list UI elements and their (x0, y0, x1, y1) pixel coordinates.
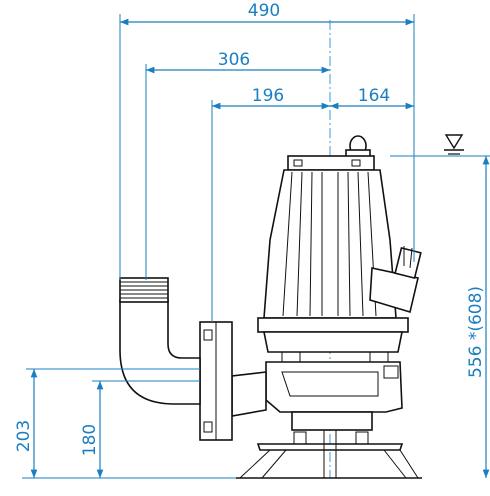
dimension-outlet-height: 180 (80, 424, 100, 456)
dimension-flange-center-height: 203 (14, 420, 34, 452)
motor-top-plate (287, 155, 375, 171)
dimension-right-of-axis: 164 (358, 86, 390, 106)
pump-casing (265, 361, 403, 413)
water-level-symbol (444, 134, 464, 155)
dimension-left-of-axis: 196 (252, 86, 284, 106)
dimension-discharge-offset: 306 (218, 50, 250, 70)
hose-elbow (119, 299, 201, 405)
dimension-overall-height: 556 *(608) (466, 286, 486, 378)
extension-lines (22, 14, 490, 479)
dimension-total-width: 490 (248, 1, 280, 21)
hose-tail (119, 277, 169, 303)
base-stand (236, 411, 422, 479)
seal-flange (257, 317, 409, 333)
pump-outline (119, 20, 422, 479)
